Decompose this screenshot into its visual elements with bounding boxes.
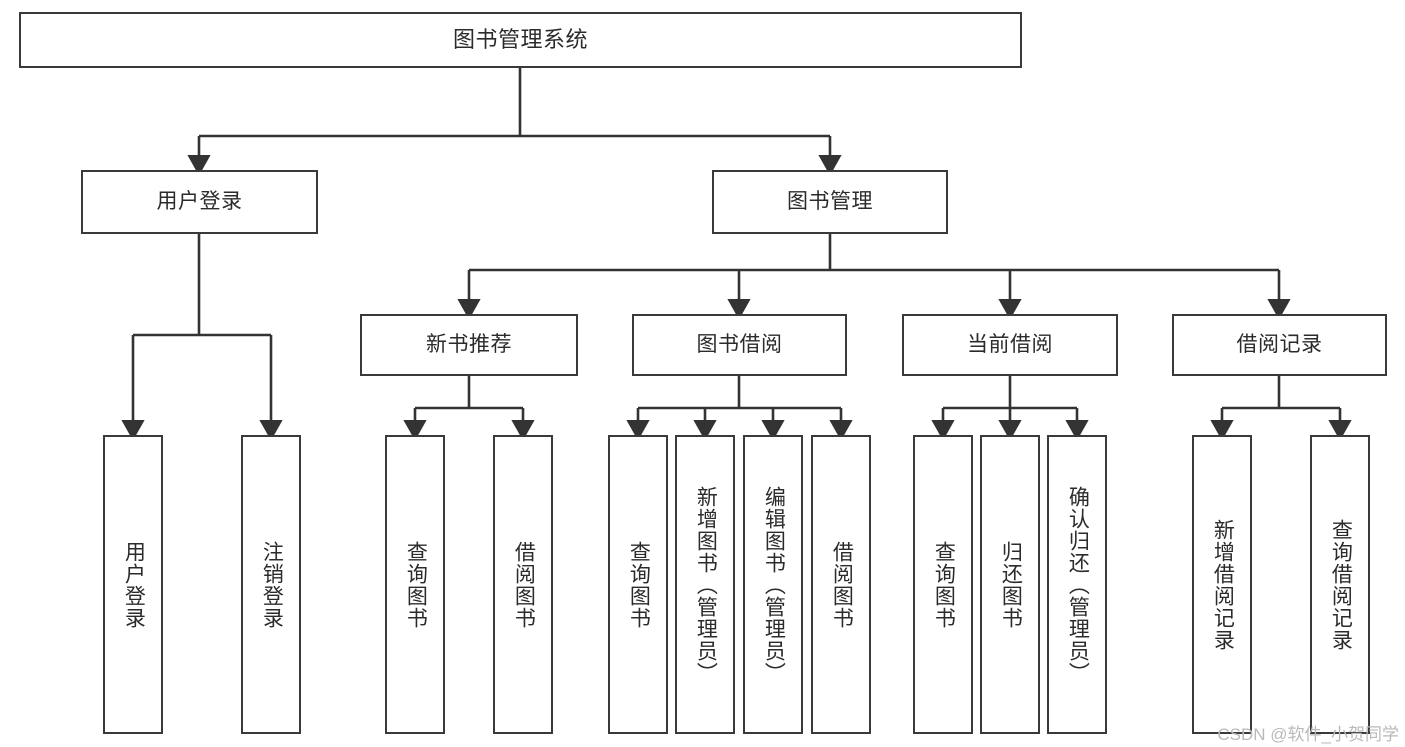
node-borrow-record-label: 借阅记录 <box>1236 332 1323 356</box>
node-leaf-user-login[interactable]: 用户登录 <box>103 435 163 734</box>
node-current-borrow-label: 当前借阅 <box>967 332 1053 356</box>
node-leaf-query-record[interactable]: 查询借阅记录 <box>1310 435 1370 734</box>
node-leaf-query-book-2[interactable]: 查询图书 <box>608 435 668 734</box>
node-leaf-edit-book-label: 编辑图书（管理员） <box>762 485 786 684</box>
node-user-login-label: 用户登录 <box>156 189 243 213</box>
node-leaf-return-book-label: 归还图书 <box>999 540 1023 629</box>
node-leaf-query-book-3-label: 查询图书 <box>932 540 956 629</box>
node-new-book-recommend[interactable]: 新书推荐 <box>360 314 578 376</box>
node-current-borrow[interactable]: 当前借阅 <box>902 314 1118 376</box>
node-leaf-add-book-label: 新增图书（管理员） <box>694 485 718 684</box>
node-leaf-user-login-label: 用户登录 <box>122 540 146 629</box>
node-leaf-query-record-label: 查询借阅记录 <box>1329 518 1353 651</box>
node-book-borrow-label: 图书借阅 <box>696 332 783 356</box>
node-leaf-add-book[interactable]: 新增图书（管理员） <box>675 435 735 734</box>
node-leaf-confirm-return-label: 确认归还（管理员） <box>1066 485 1090 684</box>
node-user-login[interactable]: 用户登录 <box>81 170 318 234</box>
node-leaf-borrow-book-2[interactable]: 借阅图书 <box>811 435 871 734</box>
node-root-label: 图书管理系统 <box>452 27 588 53</box>
node-leaf-query-book-1-label: 查询图书 <box>404 540 428 629</box>
node-book-management-label: 图书管理 <box>787 189 873 213</box>
node-new-book-recommend-label: 新书推荐 <box>426 332 512 356</box>
node-leaf-logout-login-label: 注销登录 <box>260 540 284 629</box>
node-leaf-edit-book[interactable]: 编辑图书（管理员） <box>743 435 803 734</box>
node-leaf-query-book-2-label: 查询图书 <box>627 540 651 629</box>
node-leaf-confirm-return[interactable]: 确认归还（管理员） <box>1047 435 1107 734</box>
node-leaf-add-record[interactable]: 新增借阅记录 <box>1192 435 1252 734</box>
node-borrow-record[interactable]: 借阅记录 <box>1172 314 1387 376</box>
node-leaf-borrow-book-2-label: 借阅图书 <box>830 540 854 629</box>
node-leaf-return-book[interactable]: 归还图书 <box>980 435 1040 734</box>
node-leaf-borrow-book-1-label: 借阅图书 <box>512 540 536 629</box>
node-leaf-borrow-book-1[interactable]: 借阅图书 <box>493 435 553 734</box>
node-book-management[interactable]: 图书管理 <box>712 170 948 234</box>
node-book-borrow[interactable]: 图书借阅 <box>632 314 847 376</box>
node-root[interactable]: 图书管理系统 <box>19 12 1022 68</box>
node-leaf-query-book-3[interactable]: 查询图书 <box>913 435 973 734</box>
node-leaf-add-record-label: 新增借阅记录 <box>1211 518 1235 651</box>
node-leaf-logout-login[interactable]: 注销登录 <box>241 435 301 734</box>
node-leaf-query-book-1[interactable]: 查询图书 <box>385 435 445 734</box>
